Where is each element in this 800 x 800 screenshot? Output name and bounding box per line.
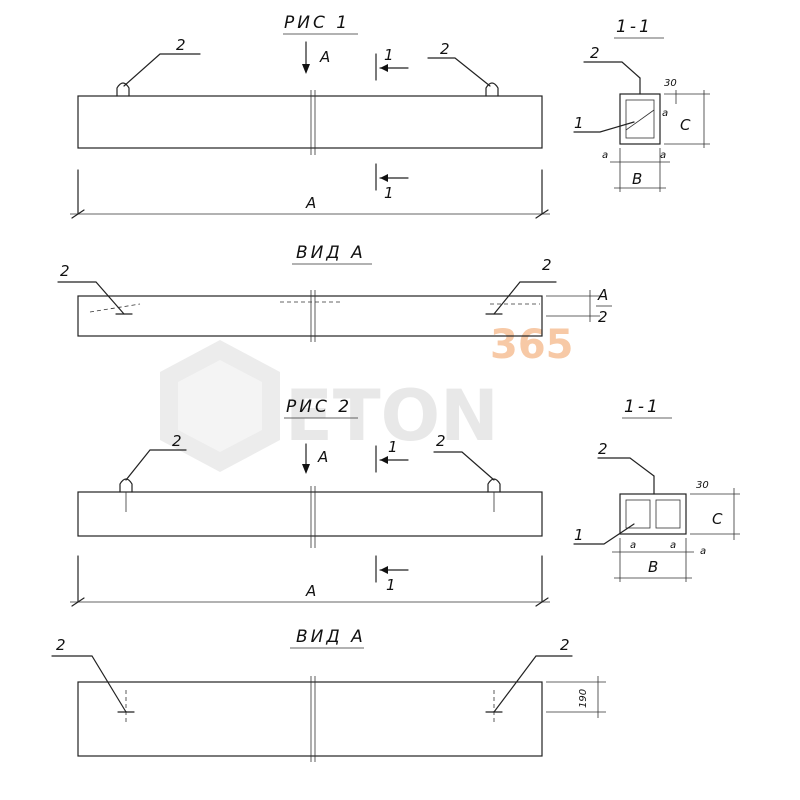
- fig1-length-label: А: [305, 194, 316, 212]
- view-arrow-icon: [302, 64, 310, 74]
- section1-dim-a-right: a: [662, 108, 668, 119]
- fig1-loop-right: [485, 82, 499, 97]
- section1-dim-a-bottom: a: [660, 150, 666, 161]
- viewA2-title: ВИД А: [296, 627, 366, 647]
- section2-loop-label: 2: [598, 440, 608, 458]
- section-arrow-icon: [380, 456, 388, 464]
- section-arrow-icon: [380, 64, 388, 72]
- section1-rebar-label: 1: [574, 114, 584, 132]
- fig1-view-arrow-label: А: [319, 48, 330, 66]
- watermark-number: 365: [490, 322, 574, 368]
- fig1-loop-label-left: 2: [176, 36, 186, 54]
- view-a-1: ВИД А 2 2 А 2: [57, 243, 612, 342]
- section-1-bottom: 1-1 2 1 30 C В a a a: [573, 397, 740, 582]
- view-a-2: ВИД А 2 2 190: [51, 627, 606, 762]
- fig1-section-mark-bottom: 1: [384, 184, 394, 202]
- watermark-brand: ETON: [285, 375, 499, 457]
- section1-dim-b: В: [632, 170, 642, 188]
- section1-dim-30: 30: [664, 78, 677, 89]
- section2-dim-b: В: [648, 558, 658, 576]
- viewA1-dim-top: А: [597, 286, 608, 304]
- section2-dim-c: C: [712, 510, 723, 528]
- fig2-loop-label-right: 2: [436, 432, 446, 450]
- section2-rebar-label: 1: [574, 526, 584, 544]
- section1-loop-label: 2: [590, 44, 600, 62]
- section1-title: 1-1: [616, 17, 653, 37]
- fig2-view-arrow-label: А: [317, 448, 328, 466]
- fig2-section-mark-bottom: 1: [386, 576, 396, 594]
- viewA2-loop-label-left: 2: [56, 636, 66, 654]
- viewA1-loop-label-left: 2: [60, 262, 70, 280]
- fig2-length-label: А: [305, 582, 316, 600]
- viewA2-beam-plan: [77, 681, 543, 757]
- fig1-section-mark: 1: [384, 46, 394, 64]
- section2-dim-a-right: a: [670, 540, 676, 551]
- view-arrow-icon: [302, 464, 310, 474]
- fig2-loop-left: [119, 478, 133, 493]
- fig2-section-mark: 1: [388, 438, 398, 456]
- section1-dim-c: C: [680, 116, 691, 134]
- fig1-title: РИС 1: [284, 13, 350, 33]
- fig2-loop-right: [487, 478, 501, 493]
- fig2-title: РИС 2: [286, 397, 352, 417]
- figure-2: РИС 2 А 1 2 2 А 1: [70, 397, 550, 607]
- fig1-beam-elevation: [77, 95, 543, 149]
- viewA2-loop-label-right: 2: [560, 636, 570, 654]
- fig1-loop-label-right: 2: [440, 40, 450, 58]
- section-arrow-icon: [380, 174, 388, 182]
- section2-dim-a-left: a: [630, 540, 636, 551]
- viewA2-dim: 190: [578, 689, 589, 708]
- viewA1-title: ВИД А: [296, 243, 366, 263]
- fig1-loop-left: [116, 82, 130, 97]
- viewA1-beam-plan: [77, 295, 543, 337]
- figure-1: РИС 1 А 1 2 2 А 1: [70, 13, 550, 219]
- section-arrow-icon: [380, 566, 388, 574]
- section-1-top: 1-1 2 1 30 C a В a a: [573, 17, 710, 192]
- section2-outline: [619, 493, 687, 535]
- watermark: ETON 365: [160, 322, 574, 472]
- section2-dim-a-edge: a: [700, 546, 706, 557]
- fig2-beam-elevation: [77, 491, 543, 537]
- viewA1-dim-bottom: 2: [598, 308, 608, 326]
- fig2-loop-label-left: 2: [172, 432, 182, 450]
- section2-title: 1-1: [624, 397, 661, 417]
- viewA1-loop-label-right: 2: [542, 256, 552, 274]
- section1-dim-a-left: a: [602, 150, 608, 161]
- section2-dim-30: 30: [696, 480, 709, 491]
